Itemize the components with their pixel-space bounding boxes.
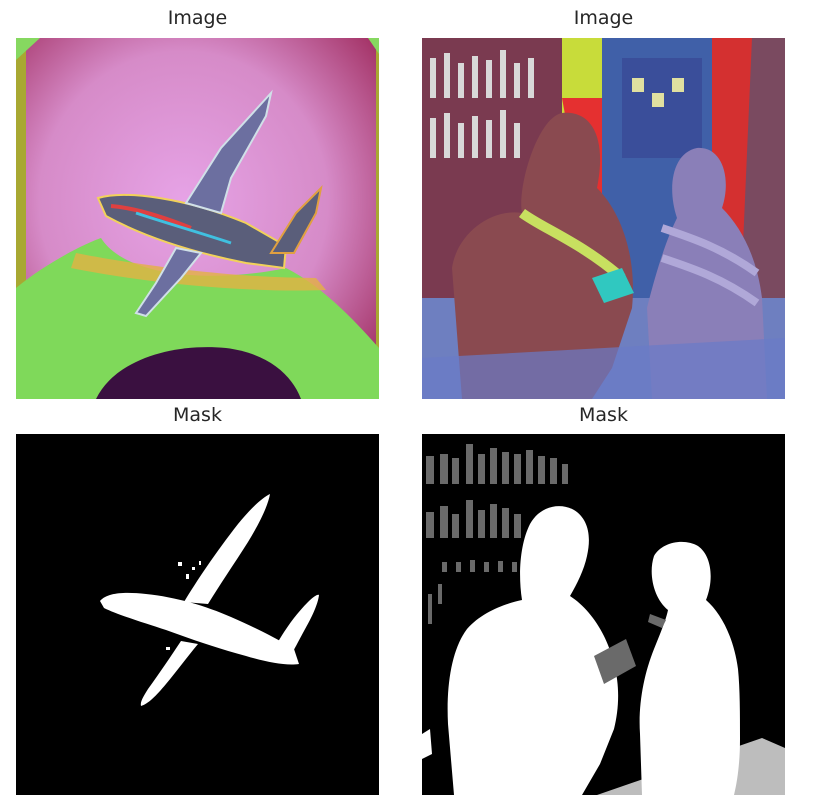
mask-2-panel [422, 434, 785, 795]
people-mask [422, 506, 740, 795]
airplane-mask [16, 434, 379, 795]
airplane-shape [96, 89, 323, 318]
airplane-mask-shape [100, 494, 319, 706]
bar-scene-image [422, 38, 785, 399]
image-1-panel [16, 38, 379, 399]
bar-scene-mask [422, 434, 785, 795]
image-2-panel [422, 38, 785, 399]
cuff-mask [594, 639, 636, 684]
mask-1-title: Mask [173, 404, 222, 426]
airplane-image [16, 38, 379, 399]
image-1-title: Image [167, 7, 228, 29]
image-2-title: Image [573, 7, 634, 29]
bottle-mask-regions [426, 444, 568, 624]
mask-2-title: Mask [579, 404, 628, 426]
mask-1-panel [16, 434, 379, 795]
